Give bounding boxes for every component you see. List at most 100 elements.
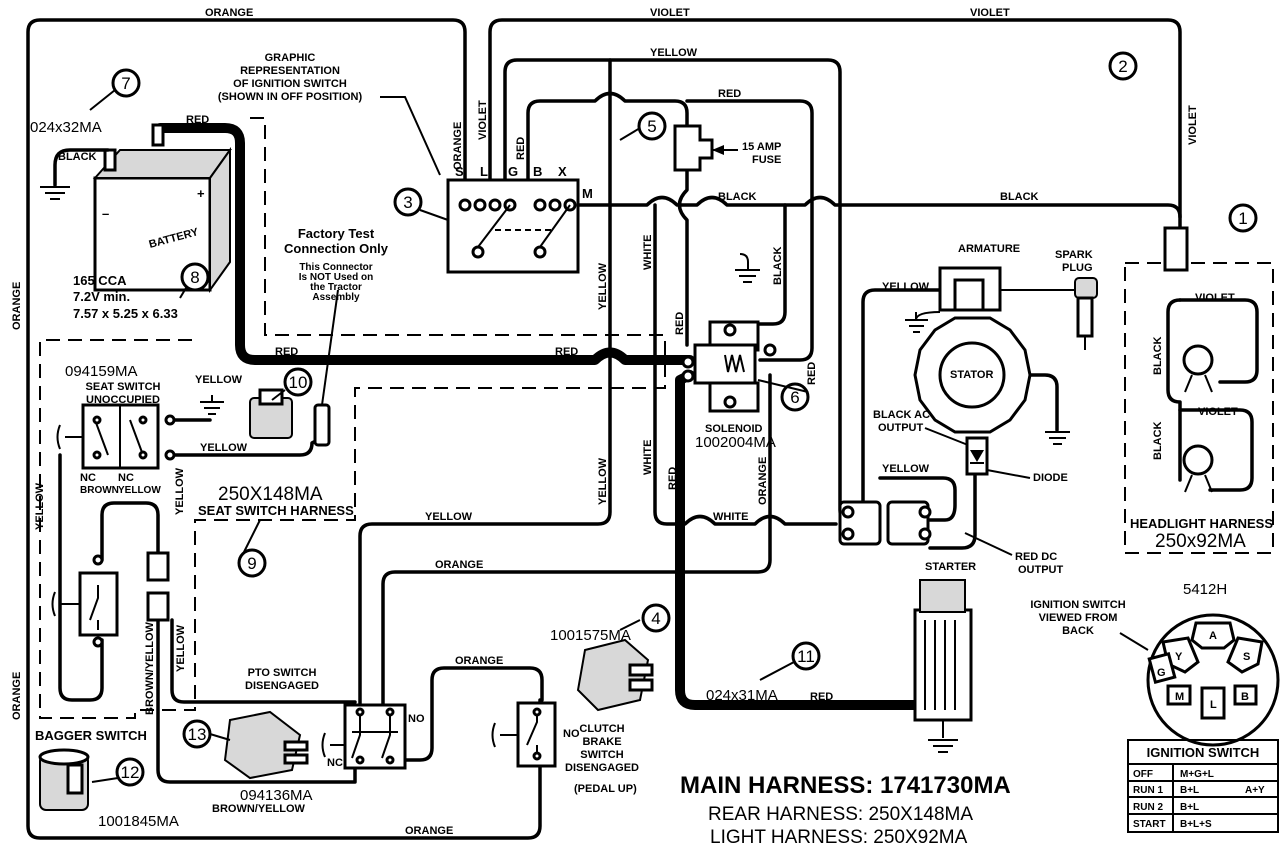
graphic-rep-line: REPRESENTATION xyxy=(240,65,340,77)
wire-label: ORANGE xyxy=(405,825,453,837)
wire-label: BLACK xyxy=(1152,421,1164,460)
switch-terminal: L xyxy=(480,164,488,179)
callout-11: 11 xyxy=(797,647,815,666)
fuse-label: 15 AMP xyxy=(742,141,781,153)
wire-label: VIOLET xyxy=(1187,105,1199,145)
battery-part-number: 024x32MA xyxy=(30,119,102,136)
clutch-label: SWITCH xyxy=(580,749,623,761)
stator-ground-symbol xyxy=(1045,431,1070,445)
factory-note: Assembly xyxy=(312,292,360,303)
red-top-right xyxy=(685,99,814,362)
seat-switch-part-number: 094159MA xyxy=(65,363,138,380)
switch-terminal: S xyxy=(455,164,464,179)
black-ac-label: OUTPUT xyxy=(878,422,924,434)
black-headlight-wire xyxy=(1166,298,1182,482)
switch-terminal-m: M xyxy=(582,186,593,201)
key-terminal: G xyxy=(1157,667,1166,679)
spark-plug-icon xyxy=(1074,277,1098,350)
yellow-label: YELLOW xyxy=(118,485,161,496)
wire-label: ORANGE xyxy=(11,282,23,330)
wire-label: RED xyxy=(718,88,741,100)
pto-part-number: 094136MA xyxy=(240,787,313,804)
wire-label: YELLOW xyxy=(425,511,473,523)
seat-switch-label: SEAT SWITCH xyxy=(86,381,161,393)
armature-label: ARMATURE xyxy=(958,243,1020,255)
wire-labels: ORANGE VIOLET VIOLET YELLOW RED BLACK BL… xyxy=(11,7,1238,837)
ignition-switch-graphic xyxy=(446,178,580,274)
nc-label: NC xyxy=(80,472,96,484)
starter-motor xyxy=(913,579,973,753)
ignition-switch-table: IGNITION SWITCH OFF M+G+L RUN 1 B+L A+Y … xyxy=(1127,739,1279,833)
seat-harness-part-number: 250X148MA xyxy=(218,484,323,505)
rear-harness-label: REAR HARNESS: 250X148MA xyxy=(708,804,973,825)
diode xyxy=(965,436,1031,479)
wire-label: ORANGE xyxy=(11,672,23,720)
wire-label: RED xyxy=(515,137,527,160)
key-part-number: 5412H xyxy=(1183,581,1227,598)
pto-switch xyxy=(321,703,407,770)
orange-outer-wire xyxy=(26,18,542,840)
ignition-row-pos: RUN 2 xyxy=(1133,802,1163,813)
callout-3: 3 xyxy=(403,193,412,212)
black-ac-arrow xyxy=(924,427,969,446)
wire-label: WHITE xyxy=(642,440,654,475)
nc-pto-label: NC xyxy=(327,757,343,769)
switch-terminal: X xyxy=(558,164,567,179)
graphic-rep-line: (SHOWN IN OFF POSITION) xyxy=(218,91,363,103)
callout-circles xyxy=(89,51,1258,787)
factory-note: This Connector xyxy=(299,262,372,273)
seat-ground-symbol xyxy=(200,395,224,415)
clutch-label: BRAKE xyxy=(582,736,621,748)
factory-test-label: Connection Only xyxy=(284,241,389,256)
switch-terminal: B xyxy=(533,164,542,179)
factory-note: Is NOT Used on xyxy=(299,272,373,283)
wire-label: BLACK xyxy=(772,246,784,285)
factory-test-connector xyxy=(313,289,339,447)
key-view-label: IGNITION SWITCH xyxy=(1030,599,1125,611)
ignition-row-extra: A+Y xyxy=(1245,785,1265,796)
wire-label: WHITE xyxy=(642,235,654,270)
seat-switch-label: UNOCCUPIED xyxy=(86,394,160,406)
ignition-row-pos: START xyxy=(1133,819,1166,830)
wire-label: YELLOW xyxy=(195,374,243,386)
wire-label: VIOLET xyxy=(1198,406,1238,418)
clutch-switch-icon xyxy=(576,638,654,712)
key-view-label: BACK xyxy=(1062,625,1094,637)
starter-label: STARTER xyxy=(925,561,976,573)
key-switch-diagram xyxy=(1119,613,1280,747)
key-terminal: M xyxy=(1175,691,1184,703)
wire-label: BROWN/YELLOW xyxy=(144,622,156,715)
wire-label: YELLOW xyxy=(175,624,187,672)
switch-terminal: G xyxy=(508,164,518,179)
graphic-rep-arrow xyxy=(380,96,441,176)
wire-label: RED xyxy=(667,467,679,490)
wire-label: WHITE xyxy=(713,511,748,523)
solenoid-label: SOLENOID xyxy=(705,423,763,435)
key-terminal: B xyxy=(1241,691,1249,703)
stator-connectors xyxy=(838,500,932,546)
factory-test-label: Factory Test xyxy=(298,226,375,241)
battery-spec: 7.2V min. xyxy=(73,289,130,304)
ignition-row-conn: B+L xyxy=(1180,802,1199,813)
starter-cable-part-number: 024x31MA xyxy=(706,687,778,704)
clutch-part-number: 1001575MA xyxy=(550,627,631,644)
nc-label: NC xyxy=(118,472,134,484)
violet-headlight-wire-2 xyxy=(1178,408,1254,492)
key-terminal: L xyxy=(1210,699,1217,711)
component-labels: GRAPHIC REPRESENTATION OF IGNITION SWITC… xyxy=(30,52,1273,848)
wire-label: VIOLET xyxy=(477,100,489,140)
black-m-wire xyxy=(568,195,1182,219)
no-label: NO xyxy=(408,713,425,725)
wire-label: ORANGE xyxy=(452,122,464,170)
wire-label: BLACK xyxy=(1152,336,1164,375)
clutch-label: CLUTCH xyxy=(579,723,624,735)
headlight-harness xyxy=(1124,226,1274,554)
callout-12: 12 xyxy=(121,763,140,782)
bagger-switch-contacts xyxy=(51,551,170,648)
wire-label: BROWN/YELLOW xyxy=(212,803,305,815)
ignition-row-pos: OFF xyxy=(1133,769,1153,780)
brown-yellow-vert xyxy=(156,618,357,784)
callout-numbers: 1 2 3 4 5 6 7 8 9 10 11 12 13 xyxy=(121,57,1248,782)
callout-2: 2 xyxy=(1118,57,1127,76)
